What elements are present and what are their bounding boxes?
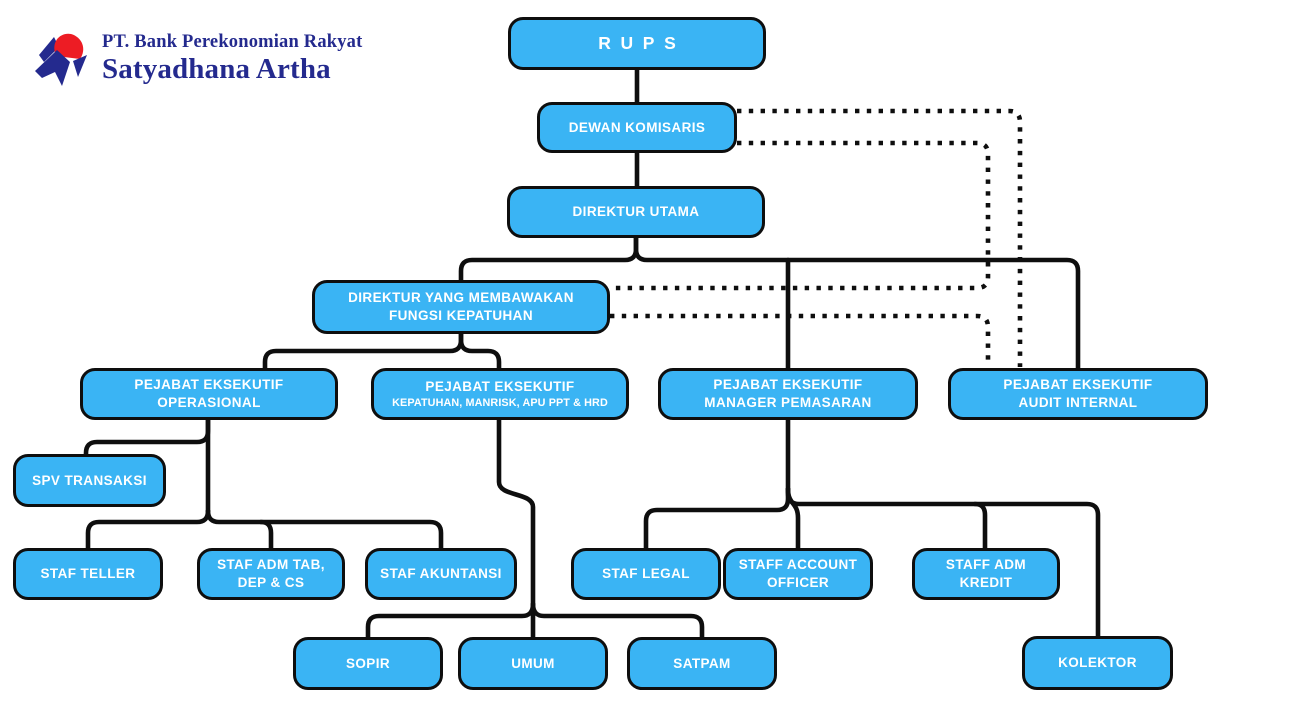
node-label: KEPATUHAN, MANRISK, APU PPT & HRD: [392, 396, 608, 409]
node-label: STAF TELLER: [40, 566, 136, 582]
node-label: STAFF ADM: [945, 557, 1027, 573]
node-label: STAFF ACCOUNT: [738, 557, 858, 573]
edge-direktur-kepatuhan-operasional: [262, 331, 464, 371]
node-label: SPV TRANSAKSI: [32, 472, 147, 488]
edge-operasional-staf-teller: [85, 508, 211, 551]
edge-manager-pemasaran-kolektor: [785, 486, 1101, 639]
node-label: UMUM: [511, 655, 555, 671]
node-direktur-kepatuhan: DIREKTUR YANG MEMBAWAKAN FUNGSI KEPATUHA…: [312, 280, 610, 334]
node-umum: UMUM: [458, 637, 608, 690]
node-label: SATPAM: [673, 655, 731, 671]
node-staf-teller: STAF TELLER: [13, 548, 163, 600]
edge-dotted-dewan-komisaris-audit-internal: [737, 108, 1023, 367]
node-spv-transaksi: SPV TRANSAKSI: [13, 454, 166, 507]
node-kolektor: KOLEKTOR: [1022, 636, 1173, 690]
node-label: RUPS: [598, 32, 686, 53]
edge-manager-pemasaran-adm-kredit: [972, 501, 988, 551]
edge-direktur-utama-direktur-kepatuhan: [458, 235, 639, 283]
node-label: DEP & CS: [237, 575, 305, 590]
node-pe-kepatuhan: PEJABAT EKSEKUTIF KEPATUHAN, MANRISK, AP…: [371, 368, 629, 420]
node-label: PEJABAT EKSEKUTIF: [134, 377, 284, 393]
node-label: AUDIT INTERNAL: [1018, 395, 1138, 410]
node-sopir: SOPIR: [293, 637, 443, 690]
company-logo: PT. Bank Perekonomian Rakyat Satyadhana …: [28, 28, 362, 88]
node-staff-account-officer: STAFF ACCOUNT OFFICER: [723, 548, 873, 600]
edge-dotted-direktur-kepatuhan-audit-internal: [610, 313, 991, 367]
node-label: PEJABAT EKSEKUTIF: [1003, 377, 1153, 393]
node-label: STAF AKUNTANSI: [380, 566, 502, 582]
bank-logo-icon: [35, 33, 87, 86]
node-label: OFFICER: [766, 575, 830, 590]
edge-dotted-dewan-komisaris-direktur-kepatuhan: [610, 140, 991, 291]
node-label: FUNGSI KEPATUHAN: [389, 308, 533, 323]
edge-operasional-staf-akuntansi: [205, 508, 444, 551]
node-label: PEJABAT EKSEKUTIF: [425, 378, 575, 394]
node-staf-akuntansi: STAF AKUNTANSI: [365, 548, 517, 600]
node-staf-legal: STAF LEGAL: [571, 548, 721, 600]
node-label: DIREKTUR UTAMA: [572, 204, 700, 220]
edge-operasional-spv-transaksi: [83, 417, 211, 457]
node-direktur-utama: DIREKTUR UTAMA: [507, 186, 765, 238]
company-name-line1: PT. Bank Perekonomian Rakyat: [102, 32, 363, 52]
node-rups: RUPS: [508, 17, 766, 70]
node-dewan-komisaris: DEWAN KOMISARIS: [537, 102, 737, 153]
node-staff-adm-kredit: STAFF ADM KREDIT: [912, 548, 1060, 600]
node-label: MANAGER PEMASARAN: [704, 395, 872, 410]
edge-operasional-staf-adm-tab: [258, 519, 274, 551]
node-label: STAF ADM TAB,: [217, 557, 325, 573]
edge-manager-pemasaran-staf-legal: [643, 486, 791, 551]
node-label: KREDIT: [959, 575, 1013, 590]
node-label: DEWAN KOMISARIS: [568, 119, 706, 135]
company-name: PT. Bank Perekonomian Rakyat Satyadhana …: [102, 28, 362, 84]
node-label: KOLEKTOR: [1058, 655, 1137, 671]
edge-pe-kepatuhan-umum: [496, 415, 536, 640]
node-label: SOPIR: [345, 655, 391, 671]
edge-direktur-utama-audit-internal: [633, 235, 1081, 371]
node-pe-pemasaran: PEJABAT EKSEKUTIF MANAGER PEMASARAN: [658, 368, 918, 420]
edge-pe-kepatuhan-satpam: [530, 601, 705, 640]
node-label: OPERASIONAL: [157, 395, 261, 410]
edge-pe-kepatuhan-sopir: [365, 601, 536, 640]
company-name-line2: Satyadhana Artha: [102, 52, 331, 85]
edge-direktur-kepatuhan-pe-kepatuhan: [458, 331, 502, 371]
node-label: PEJABAT EKSEKUTIF: [713, 377, 863, 393]
node-satpam: SATPAM: [627, 637, 777, 690]
node-label: STAF LEGAL: [602, 566, 690, 582]
node-staf-adm-tab: STAF ADM TAB, DEP & CS: [197, 548, 345, 600]
node-pe-operasional: PEJABAT EKSEKUTIF OPERASIONAL: [80, 368, 338, 420]
node-label: DIREKTUR YANG MEMBAWAKAN: [348, 290, 574, 306]
node-pe-audit: PEJABAT EKSEKUTIF AUDIT INTERNAL: [948, 368, 1208, 420]
